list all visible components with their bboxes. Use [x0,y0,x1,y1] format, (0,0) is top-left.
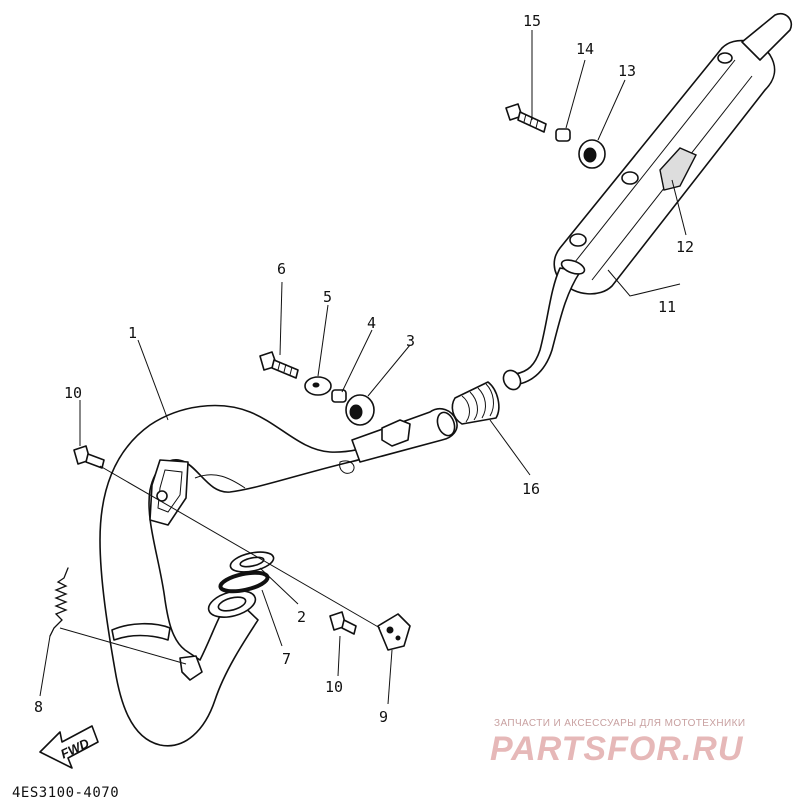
washer-5 [304,376,332,396]
joint-16 [451,381,500,425]
gasket-2 [229,551,275,573]
o-ring-7 [218,570,270,594]
callout-3: 3 [406,332,415,350]
callout-16: 16 [522,480,540,498]
bolt-10-lower [329,611,357,635]
collar-4 [331,389,347,403]
callout-15: 15 [523,12,541,30]
callout-10-upper: 10 [64,384,82,402]
callout-10-lower: 10 [325,678,343,696]
bolt-15 [505,103,547,133]
damper-3 [345,394,375,426]
callout-2: 2 [297,608,306,626]
callout-9: 9 [379,708,388,726]
expansion-chamber [99,404,458,747]
callout-11: 11 [658,298,676,316]
spring-8 [49,567,69,637]
callout-13: 13 [618,62,636,80]
callout-4: 4 [367,314,376,332]
bolt-6 [259,351,299,379]
callout-labels: 1 2 3 4 5 6 7 8 9 10 10 11 12 13 14 15 1… [34,12,694,726]
callout-5: 5 [323,288,332,306]
silencer [502,12,793,391]
callout-6: 6 [277,260,286,278]
fwd-arrow-icon: FWD [39,725,99,769]
stay-9 [377,613,411,651]
bolt-10-upper [73,445,105,469]
watermark-brand: PARTSFOR.RU [490,730,744,768]
watermark-tagline: ЗАПЧАСТИ И АКСЕССУАРЫ ДЛЯ МОТОТЕХНИКИ [494,718,745,729]
callout-8: 8 [34,698,43,716]
callout-14: 14 [576,40,594,58]
damper-13 [578,139,606,169]
leader-lines [39,30,687,705]
part-code: 4ES3100-4070 [12,785,119,801]
collar-14 [555,128,571,142]
watermark: ЗАПЧАСТИ И АКСЕССУАРЫ ДЛЯ МОТОТЕХНИКИ PA… [490,718,745,768]
callout-12: 12 [676,238,694,256]
callout-7: 7 [282,650,291,668]
callout-1: 1 [128,324,137,342]
